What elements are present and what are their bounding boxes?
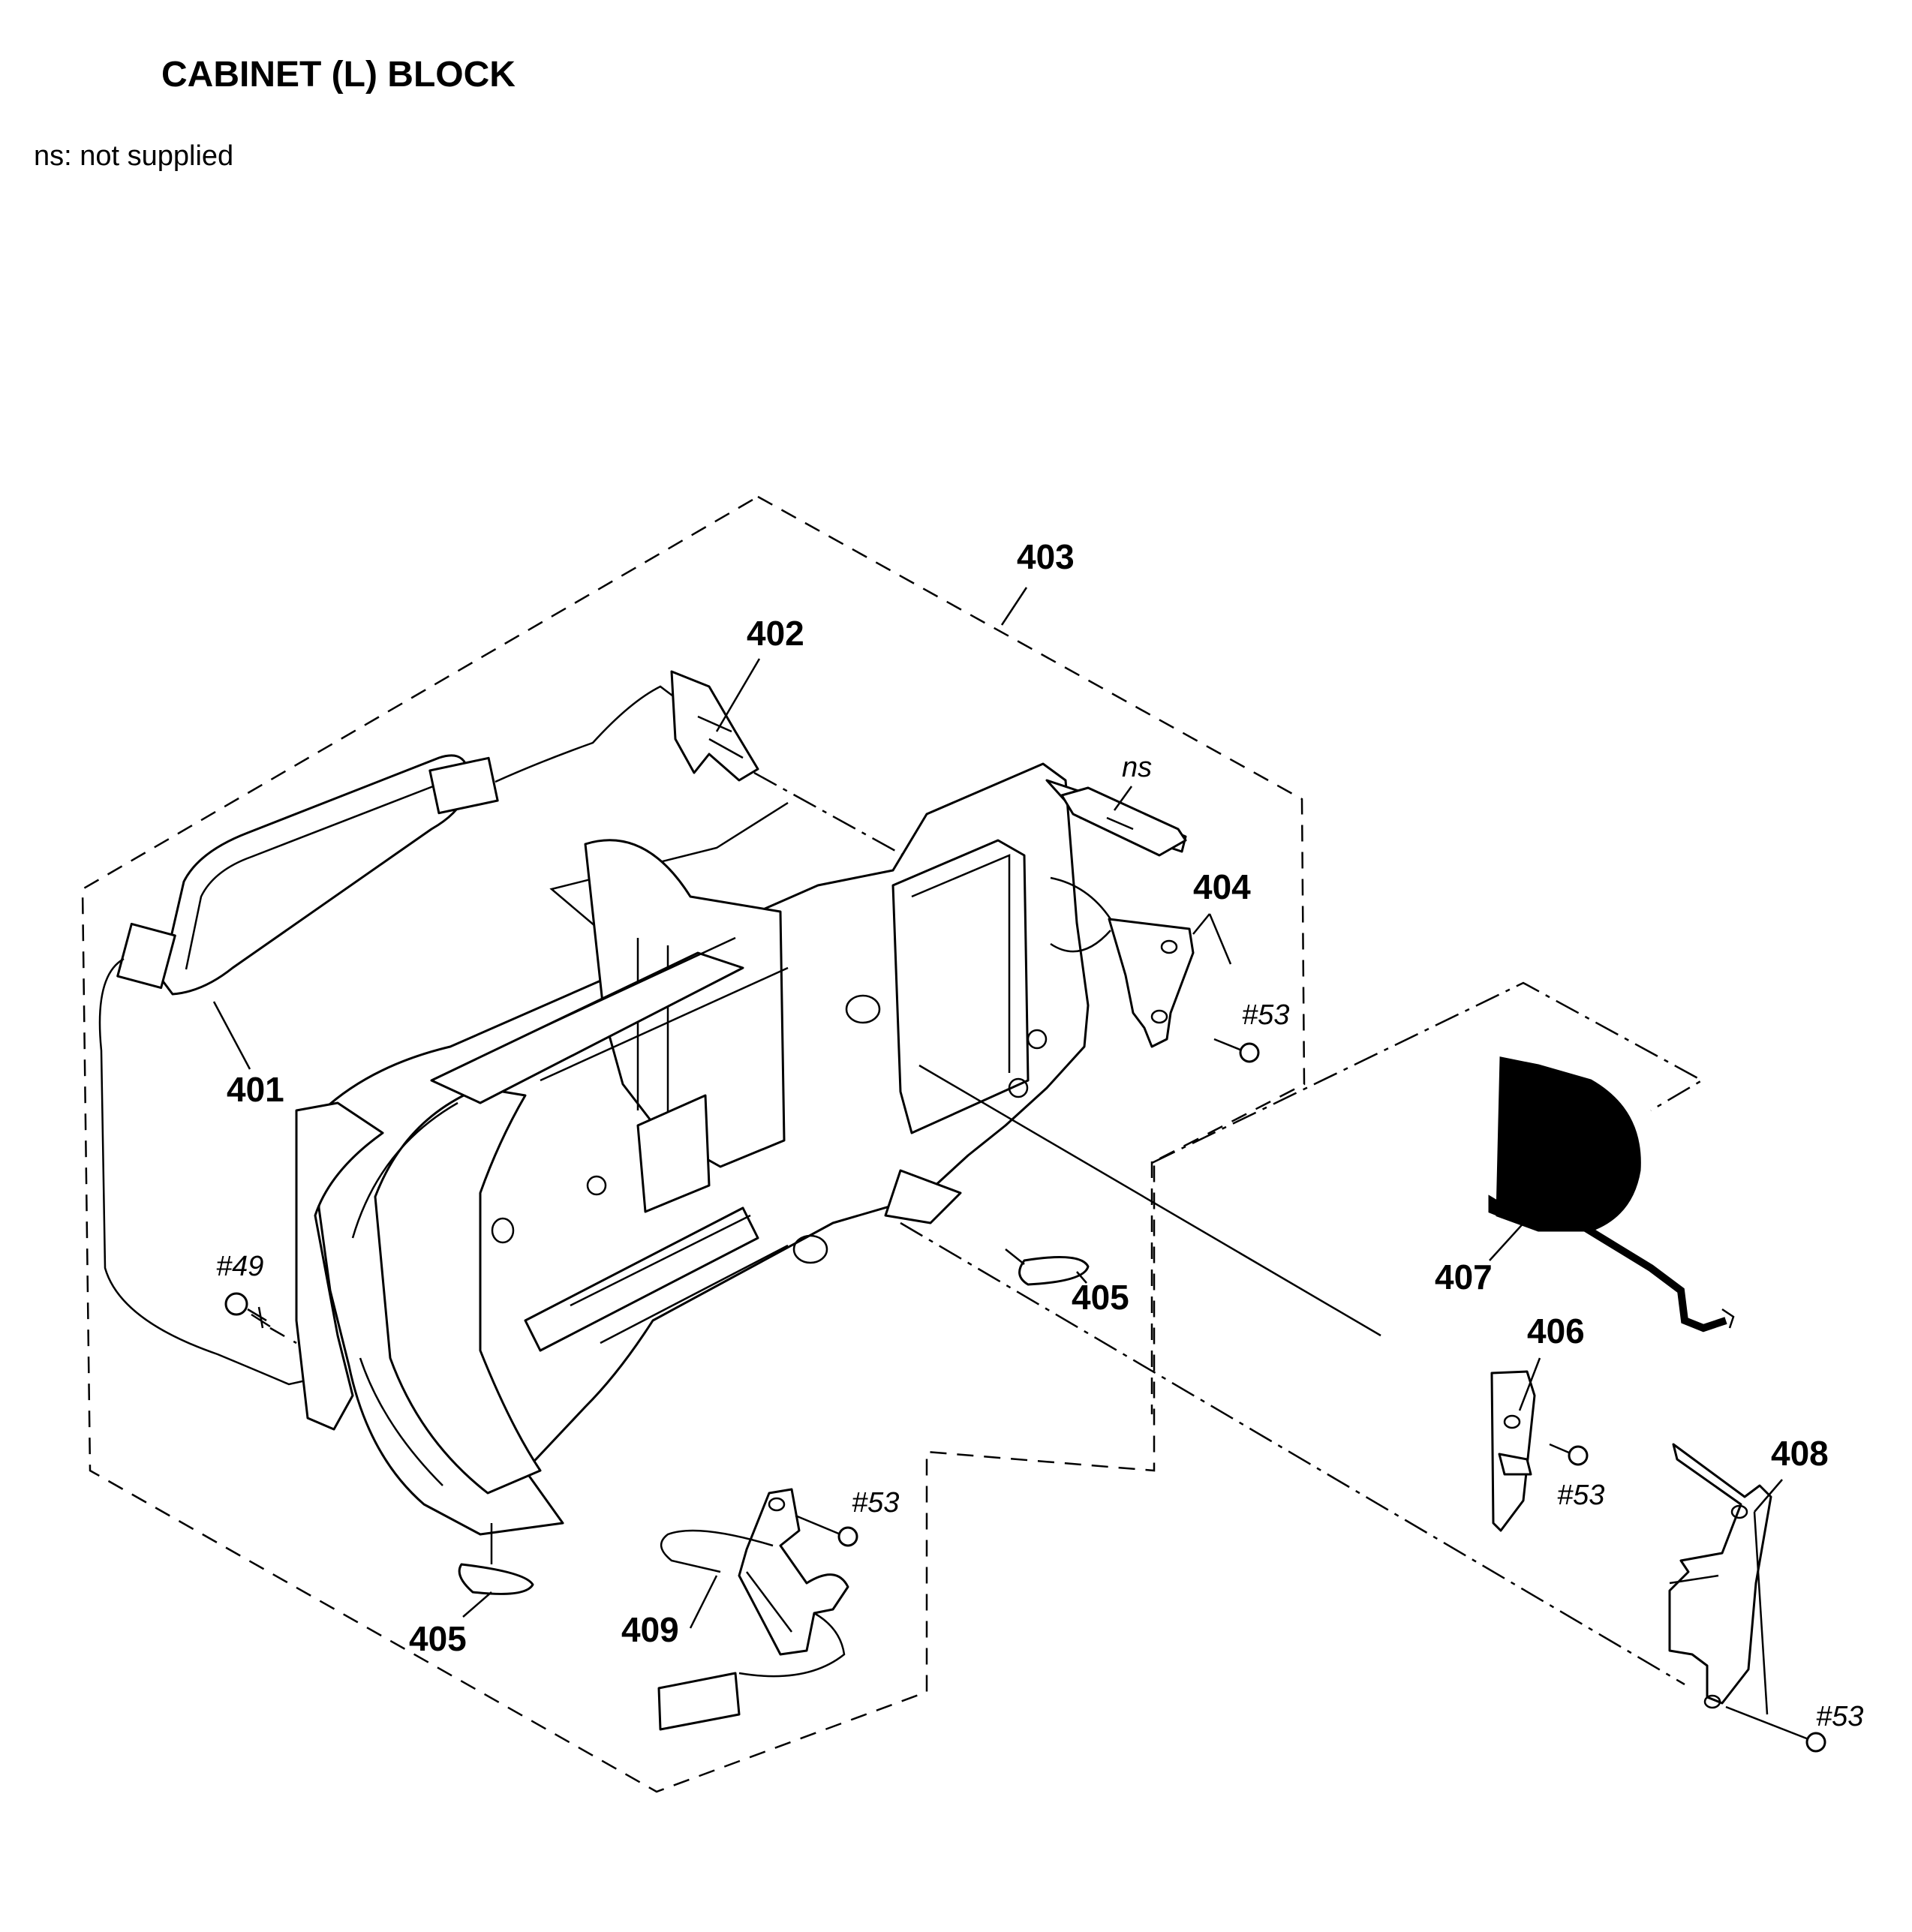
part-407-assembly bbox=[1488, 1056, 1735, 1333]
part-401-grip-belt bbox=[98, 685, 676, 1386]
leader-408 bbox=[1753, 1479, 1783, 1715]
part-402-jack bbox=[670, 670, 759, 782]
leader-406 bbox=[1518, 1357, 1541, 1411]
leader-407 bbox=[1489, 1218, 1528, 1261]
part-404-bracket bbox=[1050, 876, 1195, 1048]
leader-403 bbox=[1000, 587, 1028, 626]
leader-405-lower bbox=[462, 1591, 492, 1618]
callout-404: 404 bbox=[1193, 867, 1251, 906]
callout-406: 406 bbox=[1527, 1312, 1585, 1351]
screw-408 bbox=[1725, 1705, 1826, 1753]
screw-404 bbox=[1213, 1038, 1260, 1063]
callout-409: 409 bbox=[621, 1610, 679, 1649]
screw-label-409: #53 bbox=[852, 1487, 899, 1519]
leader-405-right bbox=[1076, 1271, 1087, 1284]
screw-49 bbox=[224, 1292, 297, 1345]
leader-409 bbox=[689, 1575, 718, 1629]
callout-405-right: 405 bbox=[1072, 1278, 1129, 1317]
screw-label-49: #49 bbox=[216, 1251, 263, 1282]
leader-402 bbox=[715, 658, 761, 732]
screw-label-408: #53 bbox=[1816, 1701, 1863, 1732]
callout-408: 408 bbox=[1771, 1434, 1829, 1473]
part-405-right bbox=[1005, 1248, 1090, 1286]
leader-ns bbox=[1113, 786, 1133, 811]
leader-401 bbox=[212, 1001, 251, 1070]
part-ns-bracket bbox=[1060, 786, 1187, 857]
callout-405-lower: 405 bbox=[409, 1619, 467, 1658]
screw-406 bbox=[1549, 1443, 1589, 1466]
part-408-bracket bbox=[1668, 1443, 1772, 1709]
part-406-bracket bbox=[1490, 1370, 1536, 1532]
guide-404-406 bbox=[918, 1064, 1381, 1337]
part-405-lower bbox=[458, 1523, 534, 1595]
diagram-title: CABINET (L) BLOCK bbox=[161, 55, 516, 95]
part-409-bracket bbox=[657, 1488, 849, 1731]
callout-ns: ns bbox=[1122, 752, 1152, 783]
guide-405-408 bbox=[900, 1221, 1685, 1686]
callout-402: 402 bbox=[747, 614, 804, 653]
screw-409 bbox=[795, 1514, 858, 1547]
callout-401: 401 bbox=[227, 1070, 284, 1109]
guide-407-box bbox=[1151, 981, 1704, 1164]
leader-404 bbox=[1192, 913, 1232, 965]
callout-407: 407 bbox=[1435, 1257, 1493, 1297]
screw-label-404: #53 bbox=[1242, 999, 1289, 1031]
part-cabinet-frame bbox=[295, 762, 1187, 1536]
assembly-403-boundary bbox=[81, 495, 1306, 1793]
screw-label-406: #53 bbox=[1557, 1480, 1604, 1511]
not-supplied-note: ns: not supplied bbox=[34, 140, 233, 172]
callout-403: 403 bbox=[1017, 537, 1075, 576]
